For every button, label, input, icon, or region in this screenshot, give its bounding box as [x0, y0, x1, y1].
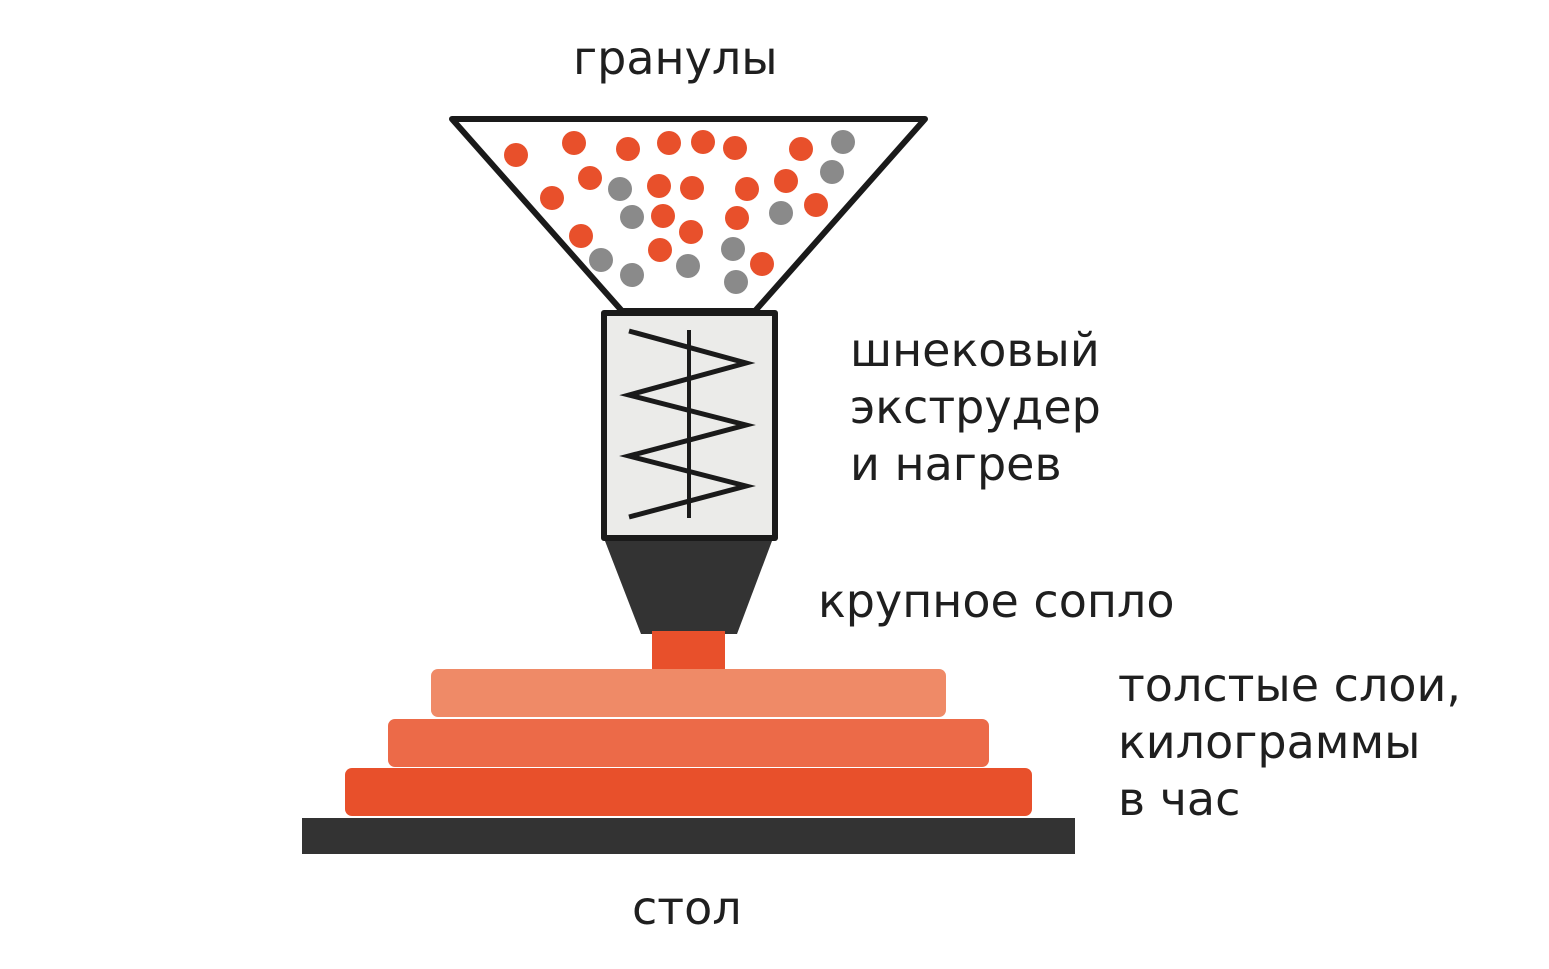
screw-flight — [619, 328, 756, 520]
label-line: килограммы — [1118, 715, 1421, 769]
granule — [804, 193, 828, 217]
granule — [789, 137, 813, 161]
granule — [676, 254, 700, 278]
granule — [774, 169, 798, 193]
granule — [721, 237, 745, 261]
printed-layer-middle — [388, 719, 989, 767]
granules-group — [504, 130, 855, 294]
granule — [724, 270, 748, 294]
granule — [679, 220, 703, 244]
label-line: шнековый — [850, 323, 1100, 377]
granule — [831, 130, 855, 154]
granule — [608, 177, 632, 201]
granule — [648, 238, 672, 262]
granule — [723, 136, 747, 160]
granule — [504, 143, 528, 167]
granule — [620, 263, 644, 287]
build-table — [302, 818, 1075, 854]
label-line: экструдер — [850, 380, 1101, 434]
printed-layer-top — [431, 669, 946, 717]
large-nozzle — [605, 541, 772, 634]
label-thick-layers: толстые слои, килограммы в час — [1118, 657, 1461, 828]
label-large-nozzle: крупное сопло — [818, 574, 1175, 628]
granule — [578, 166, 602, 190]
granule — [820, 160, 844, 184]
label-granules: гранулы — [573, 31, 778, 85]
granule — [569, 224, 593, 248]
granule — [735, 177, 759, 201]
granule — [647, 174, 671, 198]
printed-layer-bottom — [345, 768, 1032, 816]
label-table: стол — [632, 881, 742, 935]
granule — [657, 131, 681, 155]
granule — [589, 248, 613, 272]
granule — [620, 205, 644, 229]
label-screw-extruder: шнековый экструдер и нагрев — [850, 322, 1101, 493]
granule — [540, 186, 564, 210]
granule — [616, 137, 640, 161]
extrudate-bead — [652, 631, 725, 673]
granule — [680, 176, 704, 200]
granule — [691, 130, 715, 154]
label-line: толстые слои, — [1118, 658, 1462, 712]
granule — [651, 204, 675, 228]
label-line: и нагрев — [850, 437, 1062, 491]
granule — [769, 201, 793, 225]
granule — [750, 252, 774, 276]
granule — [725, 206, 749, 230]
label-line: в час — [1118, 772, 1241, 826]
granule — [562, 131, 586, 155]
